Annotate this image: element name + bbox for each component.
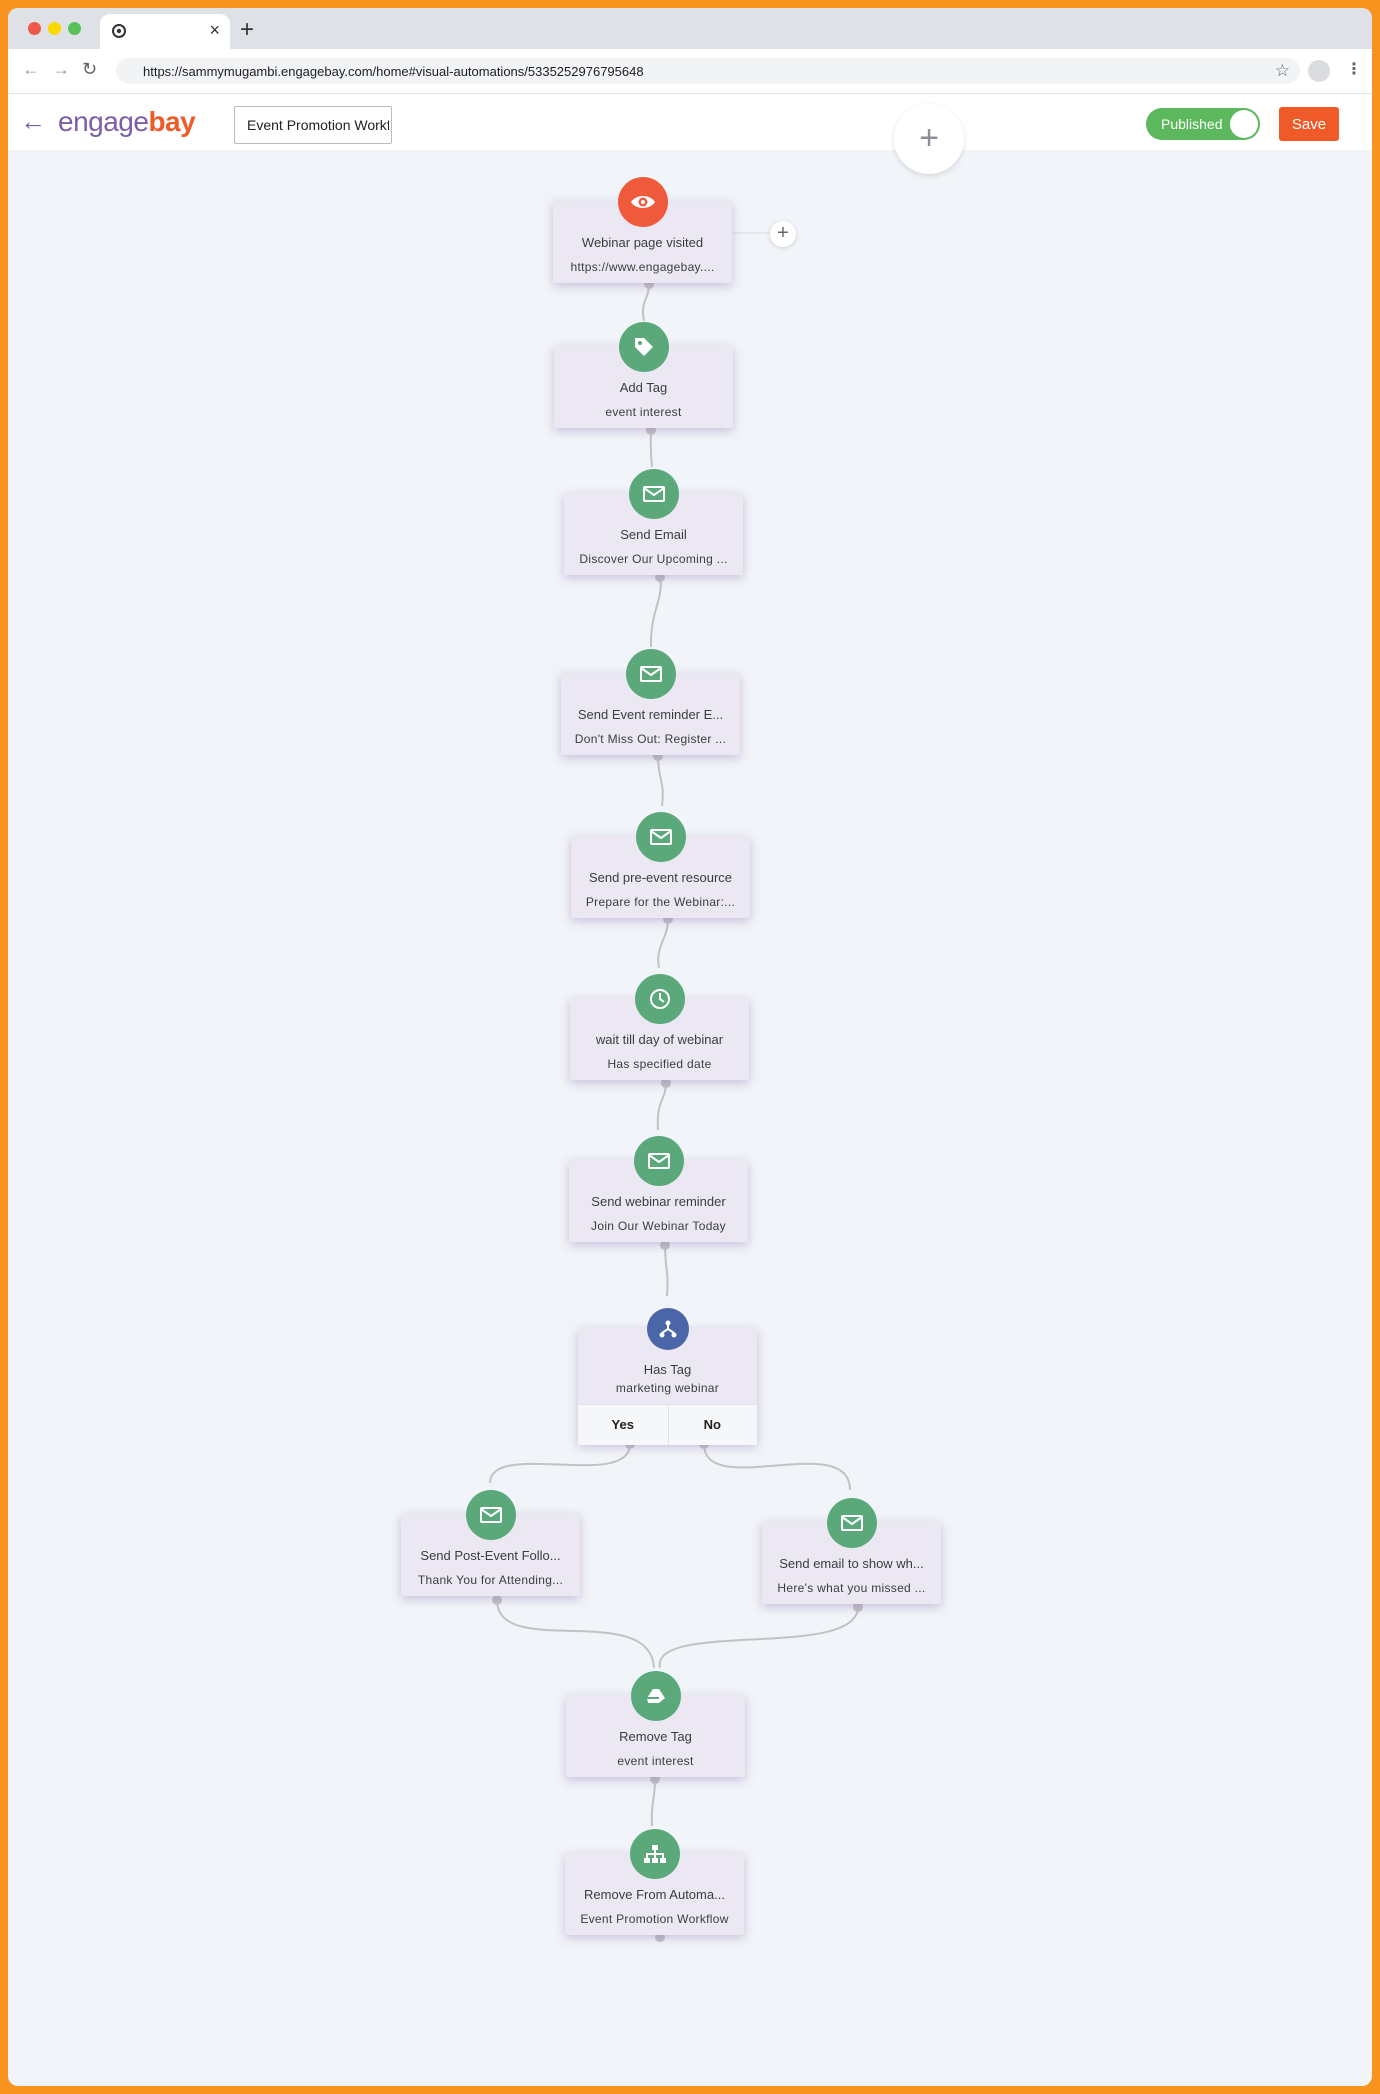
maximize-window-button[interactable] xyxy=(68,22,81,35)
node-title: Has Tag xyxy=(643,1362,692,1377)
flow-node-remove-from-automation[interactable]: Remove From Automa... Event Promotion Wo… xyxy=(565,1829,744,1935)
node-subtitle: Here's what you missed ... xyxy=(777,1581,926,1595)
address-toolbar: ← → ↻ https://sammymugambi.engagebay.com… xyxy=(8,49,1372,94)
browser-tab[interactable]: × xyxy=(100,14,230,49)
node-title: Send Event reminder E... xyxy=(577,707,724,722)
flow-node-has-tag[interactable]: Has Tag marketing webinar Yes No xyxy=(578,1308,757,1445)
back-arrow-icon[interactable]: ← xyxy=(20,106,46,136)
node-subtitle: Prepare for the Webinar:... xyxy=(585,895,736,909)
node-subtitle: event interest xyxy=(605,405,682,419)
node-title: Send Post-Event Follo... xyxy=(420,1548,561,1563)
envelope-icon xyxy=(635,812,686,862)
envelope-icon xyxy=(628,469,679,519)
close-window-button[interactable] xyxy=(28,22,41,35)
title-bar: × + xyxy=(8,8,1372,49)
sitemap-icon xyxy=(629,1829,680,1879)
eye-icon xyxy=(617,177,668,227)
node-title: wait till day of webinar xyxy=(595,1032,724,1047)
envelope-icon xyxy=(826,1498,877,1548)
flow-node-show-missed[interactable]: Send email to show wh... Here's what you… xyxy=(762,1498,941,1604)
flow-node-add-tag[interactable]: Add Tag event interest xyxy=(554,322,733,428)
envelope-icon xyxy=(625,649,676,699)
branch-yes[interactable]: Yes xyxy=(611,1417,634,1432)
node-subtitle: marketing webinar xyxy=(615,1381,720,1395)
envelope-icon xyxy=(633,1136,684,1186)
new-tab-button[interactable]: + xyxy=(240,16,255,43)
logo-text-engage: engage xyxy=(58,106,149,137)
node-title: Send Email xyxy=(620,527,687,542)
minimize-window-button[interactable] xyxy=(48,22,61,35)
node-subtitle: Join Our Webinar Today xyxy=(591,1219,726,1233)
logo-text-bay: bay xyxy=(148,106,196,137)
engagebay-logo: engagebay xyxy=(58,106,196,138)
flow-node-webinar-reminder[interactable]: Send webinar reminder Join Our Webinar T… xyxy=(569,1136,748,1242)
add-trigger-plus-button[interactable]: + xyxy=(770,221,796,247)
node-subtitle: https://www.engagebay.... xyxy=(570,260,715,274)
back-icon[interactable]: ← xyxy=(22,59,40,79)
eraser-icon xyxy=(630,1671,681,1721)
node-subtitle: Thank You for Attending... xyxy=(417,1573,564,1587)
workflow-name-input[interactable] xyxy=(234,106,392,144)
chrome-icon xyxy=(112,24,126,38)
app-header: ← engagebay Published Save xyxy=(8,94,1372,150)
save-button[interactable]: Save xyxy=(1279,107,1339,141)
node-title: Send email to show wh... xyxy=(779,1556,924,1571)
published-label: Published xyxy=(1161,116,1223,132)
flow-node-event-reminder[interactable]: Send Event reminder E... Don't Miss Out:… xyxy=(561,649,740,755)
node-title: Send webinar reminder xyxy=(591,1194,726,1209)
flow-node-post-event-followup[interactable]: Send Post-Event Follo... Thank You for A… xyxy=(401,1490,580,1596)
tag-icon xyxy=(618,322,669,372)
branch-no[interactable]: No xyxy=(703,1417,721,1432)
url-text: https://sammymugambi.engagebay.com/home#… xyxy=(143,64,644,79)
toggle-knob xyxy=(1230,110,1258,138)
forward-icon[interactable]: → xyxy=(52,59,70,79)
node-subtitle: event interest xyxy=(617,1754,694,1768)
node-subtitle: Has specified date xyxy=(607,1057,712,1071)
flow-node-send-email[interactable]: Send Email Discover Our Upcoming ... xyxy=(564,469,743,575)
published-toggle[interactable]: Published xyxy=(1146,108,1260,140)
flow-node-pre-event-resource[interactable]: Send pre-event resource Prepare for the … xyxy=(571,812,750,918)
node-title: Remove From Automa... xyxy=(584,1887,725,1902)
node-title: Webinar page visited xyxy=(581,235,704,250)
flow-node-remove-tag[interactable]: Remove Tag event interest xyxy=(566,1671,745,1777)
node-subtitle: Event Promotion Workflow xyxy=(580,1912,729,1926)
address-bar[interactable]: https://sammymugambi.engagebay.com/home#… xyxy=(116,58,1300,84)
branch-divider xyxy=(667,1405,669,1445)
clock-icon xyxy=(634,974,685,1024)
envelope-icon xyxy=(465,1490,516,1540)
flow-node-webinar-visited[interactable]: Webinar page visited https://www.engageb… xyxy=(553,177,732,283)
node-subtitle: Discover Our Upcoming ... xyxy=(579,552,728,566)
reload-icon[interactable]: ↻ xyxy=(82,59,98,79)
node-title: Add Tag xyxy=(619,380,668,395)
bookmark-star-icon[interactable]: ☆ xyxy=(1274,61,1290,80)
profile-avatar-icon[interactable] xyxy=(1308,60,1330,82)
node-title: Remove Tag xyxy=(619,1729,692,1744)
branch-options: Yes No xyxy=(578,1404,757,1445)
node-subtitle: Don't Miss Out: Register ... xyxy=(574,732,727,746)
browser-menu-icon[interactable]: ⋮ xyxy=(1346,61,1362,78)
branch-icon xyxy=(646,1308,689,1350)
node-title: Send pre-event resource xyxy=(588,870,733,885)
tab-close-icon[interactable]: × xyxy=(209,20,220,40)
add-trigger-button[interactable]: + xyxy=(894,104,964,174)
flow-node-wait[interactable]: wait till day of webinar Has specified d… xyxy=(570,974,749,1080)
